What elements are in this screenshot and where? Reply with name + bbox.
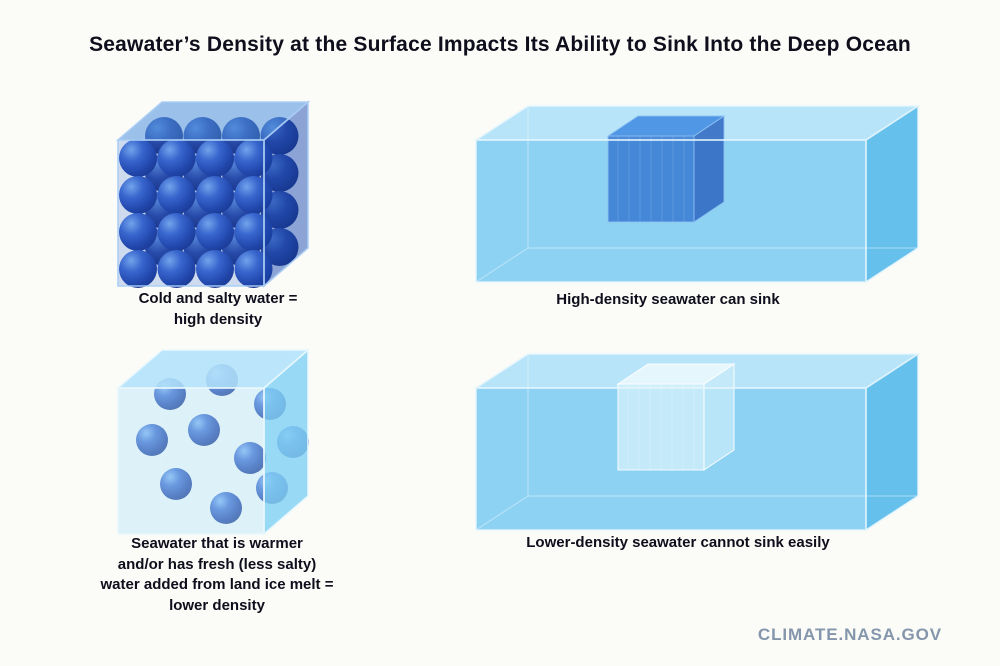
sphere [188, 414, 220, 446]
sphere [119, 213, 157, 251]
page-title: Seawater’s Density at the Surface Impact… [89, 33, 911, 56]
sphere [234, 176, 273, 214]
caption-loose: Seawater that is warmer and/or has fresh… [100, 535, 334, 615]
cube-right-face [264, 350, 308, 534]
sphere [196, 250, 234, 288]
sphere [136, 424, 168, 456]
sphere [210, 492, 242, 524]
cube-top-face [118, 350, 308, 388]
caption-dense: Cold and salty water = high density [138, 290, 298, 328]
tank-outline [473, 104, 921, 284]
floating-cube [616, 362, 736, 472]
cube-faces [115, 100, 311, 288]
caption-nosink: Lower-density seawater cannot sink easil… [526, 534, 830, 551]
cube-faces [115, 348, 311, 536]
front-sphere-layer [119, 139, 273, 288]
sphere [119, 250, 157, 288]
sphere [196, 176, 234, 214]
floating-cube-top [618, 364, 734, 384]
low-density-floating-tank-icon [473, 352, 921, 532]
sphere [160, 468, 192, 500]
cube-front-face [118, 140, 264, 286]
sphere [234, 139, 273, 177]
sphere [119, 176, 157, 214]
sinking-cube-top [608, 116, 724, 136]
floating-cube-front [618, 384, 704, 470]
tank-right-face [866, 354, 918, 530]
cube-top-face [118, 102, 308, 140]
sphere [196, 139, 234, 177]
sphere [234, 442, 266, 474]
sphere [157, 176, 196, 214]
cold-salty-dense-cube-icon [115, 100, 311, 288]
sphere [157, 139, 196, 177]
site-credit: CLIMATE.NASA.GOV [757, 625, 942, 644]
sphere [157, 250, 196, 288]
sphere [234, 250, 273, 288]
warm-fresh-loose-cube-icon [115, 348, 311, 536]
cube-front-face [118, 388, 264, 534]
sphere [196, 213, 234, 251]
tank-outline [473, 352, 921, 532]
floating-cube-right [704, 364, 734, 470]
high-density-sinking-tank-icon [473, 104, 921, 284]
cube-right-face [264, 102, 308, 286]
sinking-cube-front [608, 136, 694, 222]
sphere [119, 139, 157, 177]
tank-right-face [866, 106, 918, 282]
sinking-cube-right [694, 116, 724, 222]
sinking-cube [606, 115, 726, 223]
caption-sink: High-density seawater can sink [556, 291, 780, 308]
sphere [234, 213, 273, 251]
sphere [157, 213, 196, 251]
